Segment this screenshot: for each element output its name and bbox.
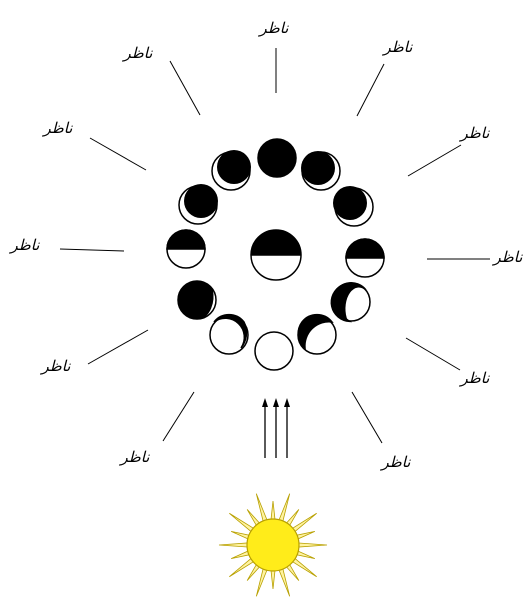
sight-line-3 bbox=[408, 145, 461, 176]
observer-label-2: ناظر bbox=[382, 38, 414, 56]
observer-label-8: ناظر bbox=[40, 357, 72, 375]
moon-phase-icon bbox=[179, 184, 218, 224]
moon-phase-icon bbox=[298, 315, 336, 354]
sun-ray bbox=[219, 543, 249, 547]
arrow-up-icon bbox=[284, 398, 290, 458]
sight-line-8 bbox=[88, 330, 148, 364]
moon-phase-icon bbox=[346, 239, 384, 277]
observer-label-9: ناظر bbox=[9, 236, 41, 254]
sight-line-10 bbox=[90, 138, 146, 170]
moon-phase-icon bbox=[167, 230, 205, 268]
observer-label-7: ناظر bbox=[119, 448, 151, 466]
observer-label-10: ناظر bbox=[42, 119, 74, 137]
sight-line-11 bbox=[170, 61, 200, 115]
moon-phase-icon bbox=[210, 315, 248, 354]
sight-line-6 bbox=[352, 392, 382, 443]
moon-phase-icon bbox=[212, 150, 251, 190]
sight-line-7 bbox=[163, 392, 194, 441]
sight-line-2 bbox=[357, 64, 384, 116]
sight-line-5 bbox=[406, 338, 460, 370]
observer-label-11: ناظر bbox=[122, 44, 154, 62]
observer-label-3: ناظر bbox=[459, 124, 491, 142]
observer-label-1: ناظر bbox=[258, 19, 290, 37]
moon-phase-icon bbox=[255, 332, 293, 370]
observer-label-6: ناظر bbox=[380, 453, 412, 471]
sun-ray bbox=[297, 543, 327, 547]
sight-line-9 bbox=[60, 249, 124, 251]
moon-phase-icon bbox=[178, 281, 216, 319]
moon-phase-icon bbox=[301, 151, 340, 190]
sun-ray bbox=[256, 567, 267, 596]
sun-ray bbox=[256, 494, 267, 523]
arrow-up-icon bbox=[273, 398, 279, 458]
moon-phase-icon bbox=[324, 283, 370, 326]
moon-phase-icon bbox=[333, 186, 373, 226]
earth-icon bbox=[251, 230, 301, 280]
sun-ray bbox=[271, 569, 275, 589]
arrow-up-icon bbox=[262, 398, 268, 458]
observer-label-4: ناظر bbox=[492, 248, 524, 266]
sunlight-arrows bbox=[262, 398, 290, 458]
sun-icon bbox=[219, 494, 327, 597]
sun-ray bbox=[278, 567, 289, 596]
moon-phase-icon bbox=[258, 139, 296, 177]
observer-label-5: ناظر bbox=[459, 369, 491, 387]
sun-ray bbox=[278, 494, 289, 523]
sun-ray bbox=[271, 501, 275, 521]
